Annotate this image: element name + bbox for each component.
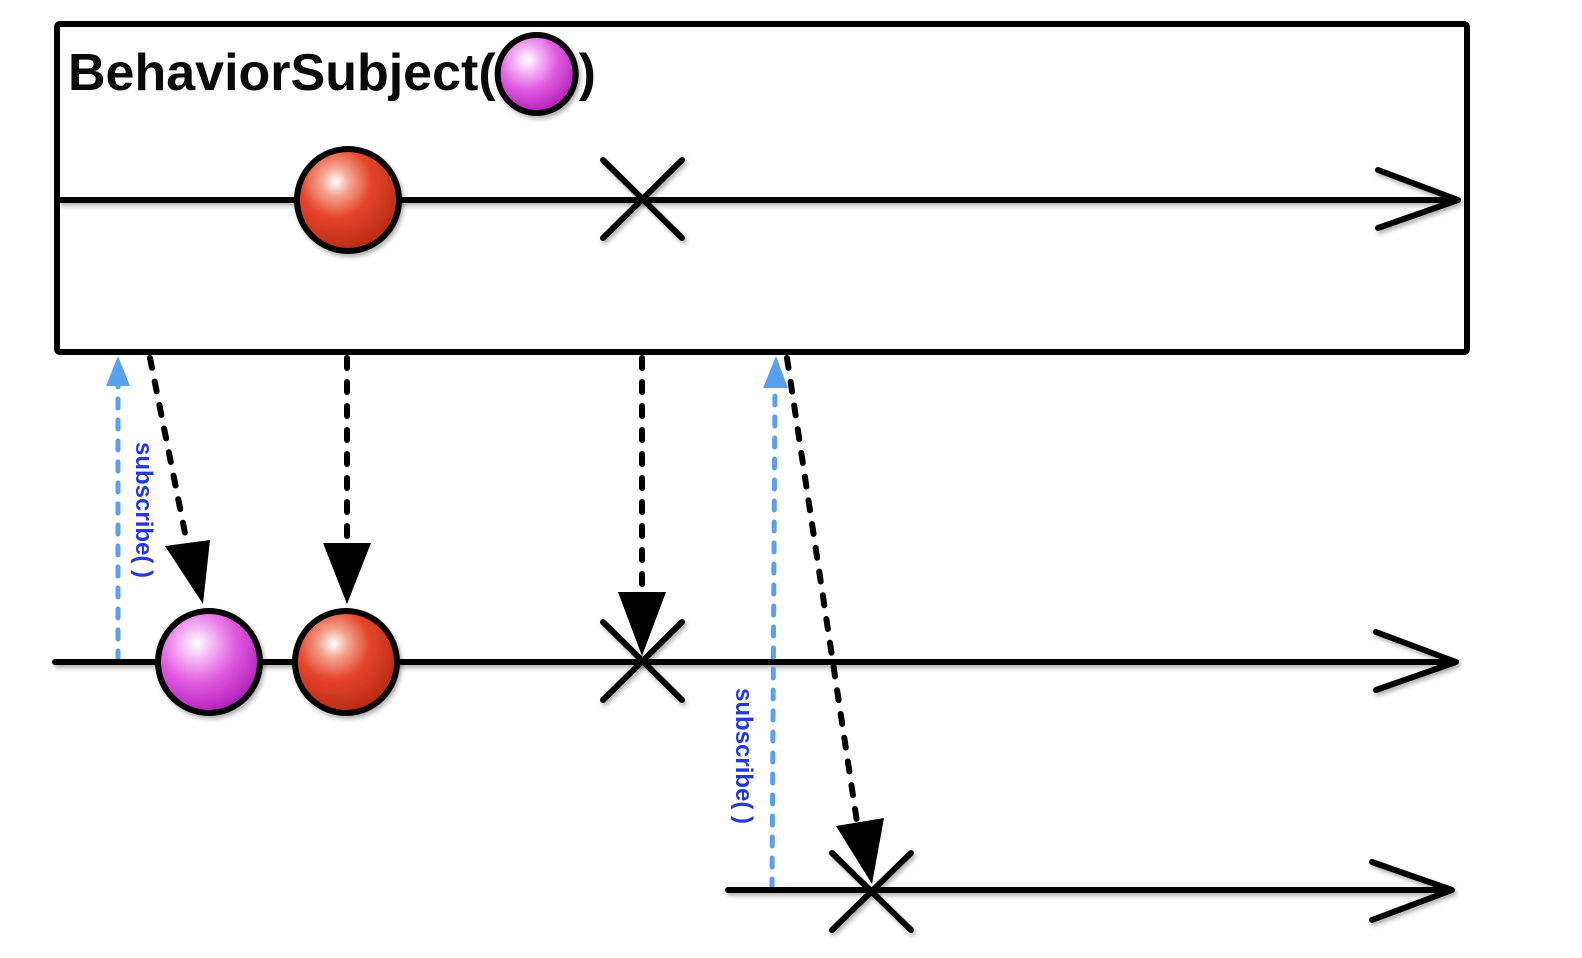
arrowhead-icon (323, 543, 371, 604)
arrowhead-icon (165, 540, 210, 604)
arrowhead-icon (836, 818, 884, 884)
subject-title-suffix: ) (579, 44, 596, 102)
subject-box (54, 21, 1470, 355)
source-timeline (57, 167, 1461, 231)
emit-arrow-initial (147, 355, 210, 604)
arrowhead-icon (1375, 167, 1461, 231)
magenta-marble (155, 608, 263, 716)
completion-x-icon (600, 619, 685, 703)
subject-title-prefix: BehaviorSubject( (68, 44, 496, 102)
red-marble (294, 146, 402, 254)
title-initial-marble (494, 32, 579, 116)
arrowhead-icon (618, 592, 666, 656)
emit-arrow-complete-2 (784, 355, 884, 884)
subscriber-1-red-marble (292, 608, 400, 716)
arrowhead-icon (1369, 859, 1455, 923)
arrowhead-icon (763, 356, 788, 388)
completion-x-icon (600, 157, 685, 241)
subscriber-1-magenta-marble (155, 608, 263, 716)
red-marble (292, 608, 400, 716)
subscribe-label-1: subscribe( ) (130, 442, 157, 578)
subscribe-arrow-1 (106, 356, 130, 663)
subscribe-arrow-2 (763, 356, 788, 891)
subscriber-1-timeline (52, 629, 1459, 693)
completion-x-icon (829, 850, 914, 933)
arrowhead-icon (1373, 629, 1459, 693)
subscriber-2-timeline (725, 859, 1455, 923)
source-red-marble (294, 146, 402, 254)
emit-arrow-red (323, 355, 371, 604)
subscribe-label-2: subscribe( ) (730, 688, 757, 824)
emit-arrow-complete-1 (618, 355, 666, 656)
arrowhead-icon (106, 356, 130, 386)
magenta-marble (494, 32, 579, 116)
